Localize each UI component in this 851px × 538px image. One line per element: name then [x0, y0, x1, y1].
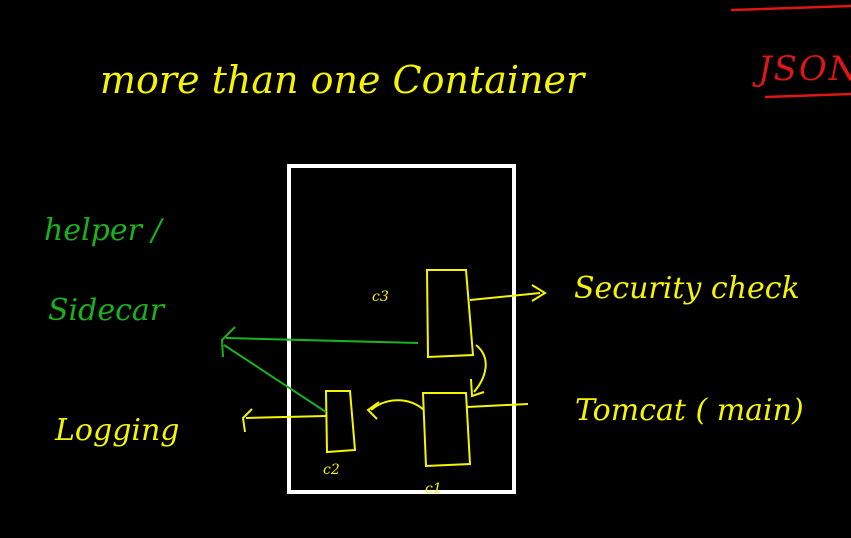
arrowhead-c1 [470, 378, 485, 398]
logging-label: Logging [54, 413, 180, 448]
red-underline [764, 92, 851, 99]
green-arrow-c2-to-sidecar [223, 344, 327, 413]
corner-note: JSON [752, 49, 851, 89]
c1-label: c1 [425, 481, 442, 497]
arrow-c3-to-c1 [473, 344, 487, 393]
container-c1 [421, 392, 472, 468]
arrowhead-security [531, 284, 547, 302]
container-c2 [324, 390, 357, 454]
pod-box [287, 164, 516, 494]
arrow-c2-to-logging [245, 415, 327, 419]
arrow-c3-to-security [469, 292, 541, 301]
arrow-c1-to-tomcat [466, 403, 529, 408]
container-c3 [425, 269, 475, 359]
red-top-rule [730, 4, 851, 12]
arrowhead-c2 [366, 401, 380, 420]
tomcat-main-label: Tomcat ( main) [575, 393, 804, 428]
green-arrowhead [220, 326, 236, 358]
arrow-c1-to-c2 [370, 399, 425, 411]
page-title: more than one Container [100, 58, 587, 102]
c3-label: c3 [372, 289, 389, 305]
green-arrow-c3-to-sidecar [225, 337, 419, 344]
security-check-label: Security check [574, 271, 800, 306]
helper-note: helper / [44, 213, 165, 248]
c2-label: c2 [323, 462, 340, 478]
arrowhead-logging [241, 408, 253, 433]
sidecar-note: Sidecar [48, 293, 166, 328]
